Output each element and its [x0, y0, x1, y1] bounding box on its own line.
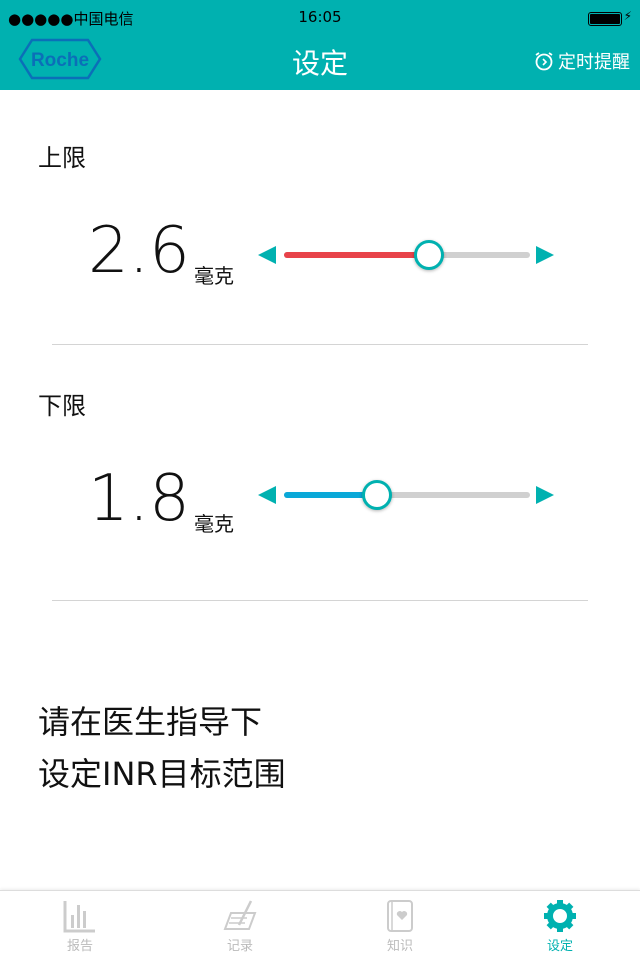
tab-settings[interactable]: 设定: [480, 891, 640, 960]
inr-note: 请在医生指导下 设定INR目标范围: [38, 696, 286, 800]
upper-limit-slider[interactable]: [258, 240, 554, 270]
alarm-clock-icon: [535, 52, 553, 71]
tab-label: 知识: [386, 939, 413, 954]
charging-icon: ⚡: [623, 9, 632, 23]
decrease-arrow-icon[interactable]: [258, 486, 276, 504]
book-heart-icon: [387, 900, 413, 932]
slider-thumb[interactable]: [414, 240, 445, 270]
lower-limit-unit: 毫克: [194, 512, 234, 536]
lower-limit-value: 1.8: [88, 462, 190, 536]
tab-label: 记录: [226, 939, 253, 954]
increase-arrow-icon[interactable]: [536, 246, 554, 264]
svg-text:Roche: Roche: [31, 50, 89, 71]
increase-arrow-icon[interactable]: [536, 486, 554, 504]
note-line: 设定INR目标范围: [38, 755, 286, 793]
note-line: 请在医生指导下: [38, 703, 263, 741]
nav-header: ●●●●●中国电信 16:05 ⚡ Roche 设定 定时提醒: [0, 0, 640, 90]
status-bar: ●●●●●中国电信 16:05 ⚡: [0, 6, 640, 30]
tab-record[interactable]: 记录: [160, 891, 320, 960]
tab-bar: 报告 记录 知识 设定: [0, 890, 640, 960]
divider: [52, 344, 588, 345]
upper-limit-label: 上限: [38, 144, 86, 172]
alarm-button[interactable]: 定时提醒: [534, 48, 630, 74]
slider-fill: [284, 252, 430, 258]
alarm-label: 定时提醒: [558, 52, 630, 73]
tab-label: 报告: [66, 939, 93, 954]
tab-report[interactable]: 报告: [0, 891, 160, 960]
lower-limit-label: 下限: [38, 392, 86, 420]
bar-chart-icon: [63, 901, 95, 933]
page-title: 设定: [291, 47, 348, 80]
notebook-pen-icon: [223, 900, 257, 930]
slider-track[interactable]: [284, 240, 530, 270]
upper-limit-unit: 毫克: [194, 264, 234, 288]
decrease-arrow-icon[interactable]: [258, 246, 276, 264]
gear-icon: [544, 900, 576, 932]
slider-fill: [284, 492, 378, 498]
tab-label: 设定: [546, 939, 573, 954]
slider-thumb[interactable]: [362, 480, 393, 510]
tab-knowledge[interactable]: 知识: [320, 891, 480, 960]
divider: [52, 600, 588, 601]
roche-logo[interactable]: Roche: [18, 38, 102, 80]
upper-limit-value: 2.6: [88, 214, 190, 288]
clock: 16:05: [298, 8, 342, 26]
carrier: ●●●●●中国电信: [8, 10, 134, 28]
battery-icon: [588, 12, 622, 26]
slider-track[interactable]: [284, 480, 530, 510]
lower-limit-slider[interactable]: [258, 480, 554, 510]
